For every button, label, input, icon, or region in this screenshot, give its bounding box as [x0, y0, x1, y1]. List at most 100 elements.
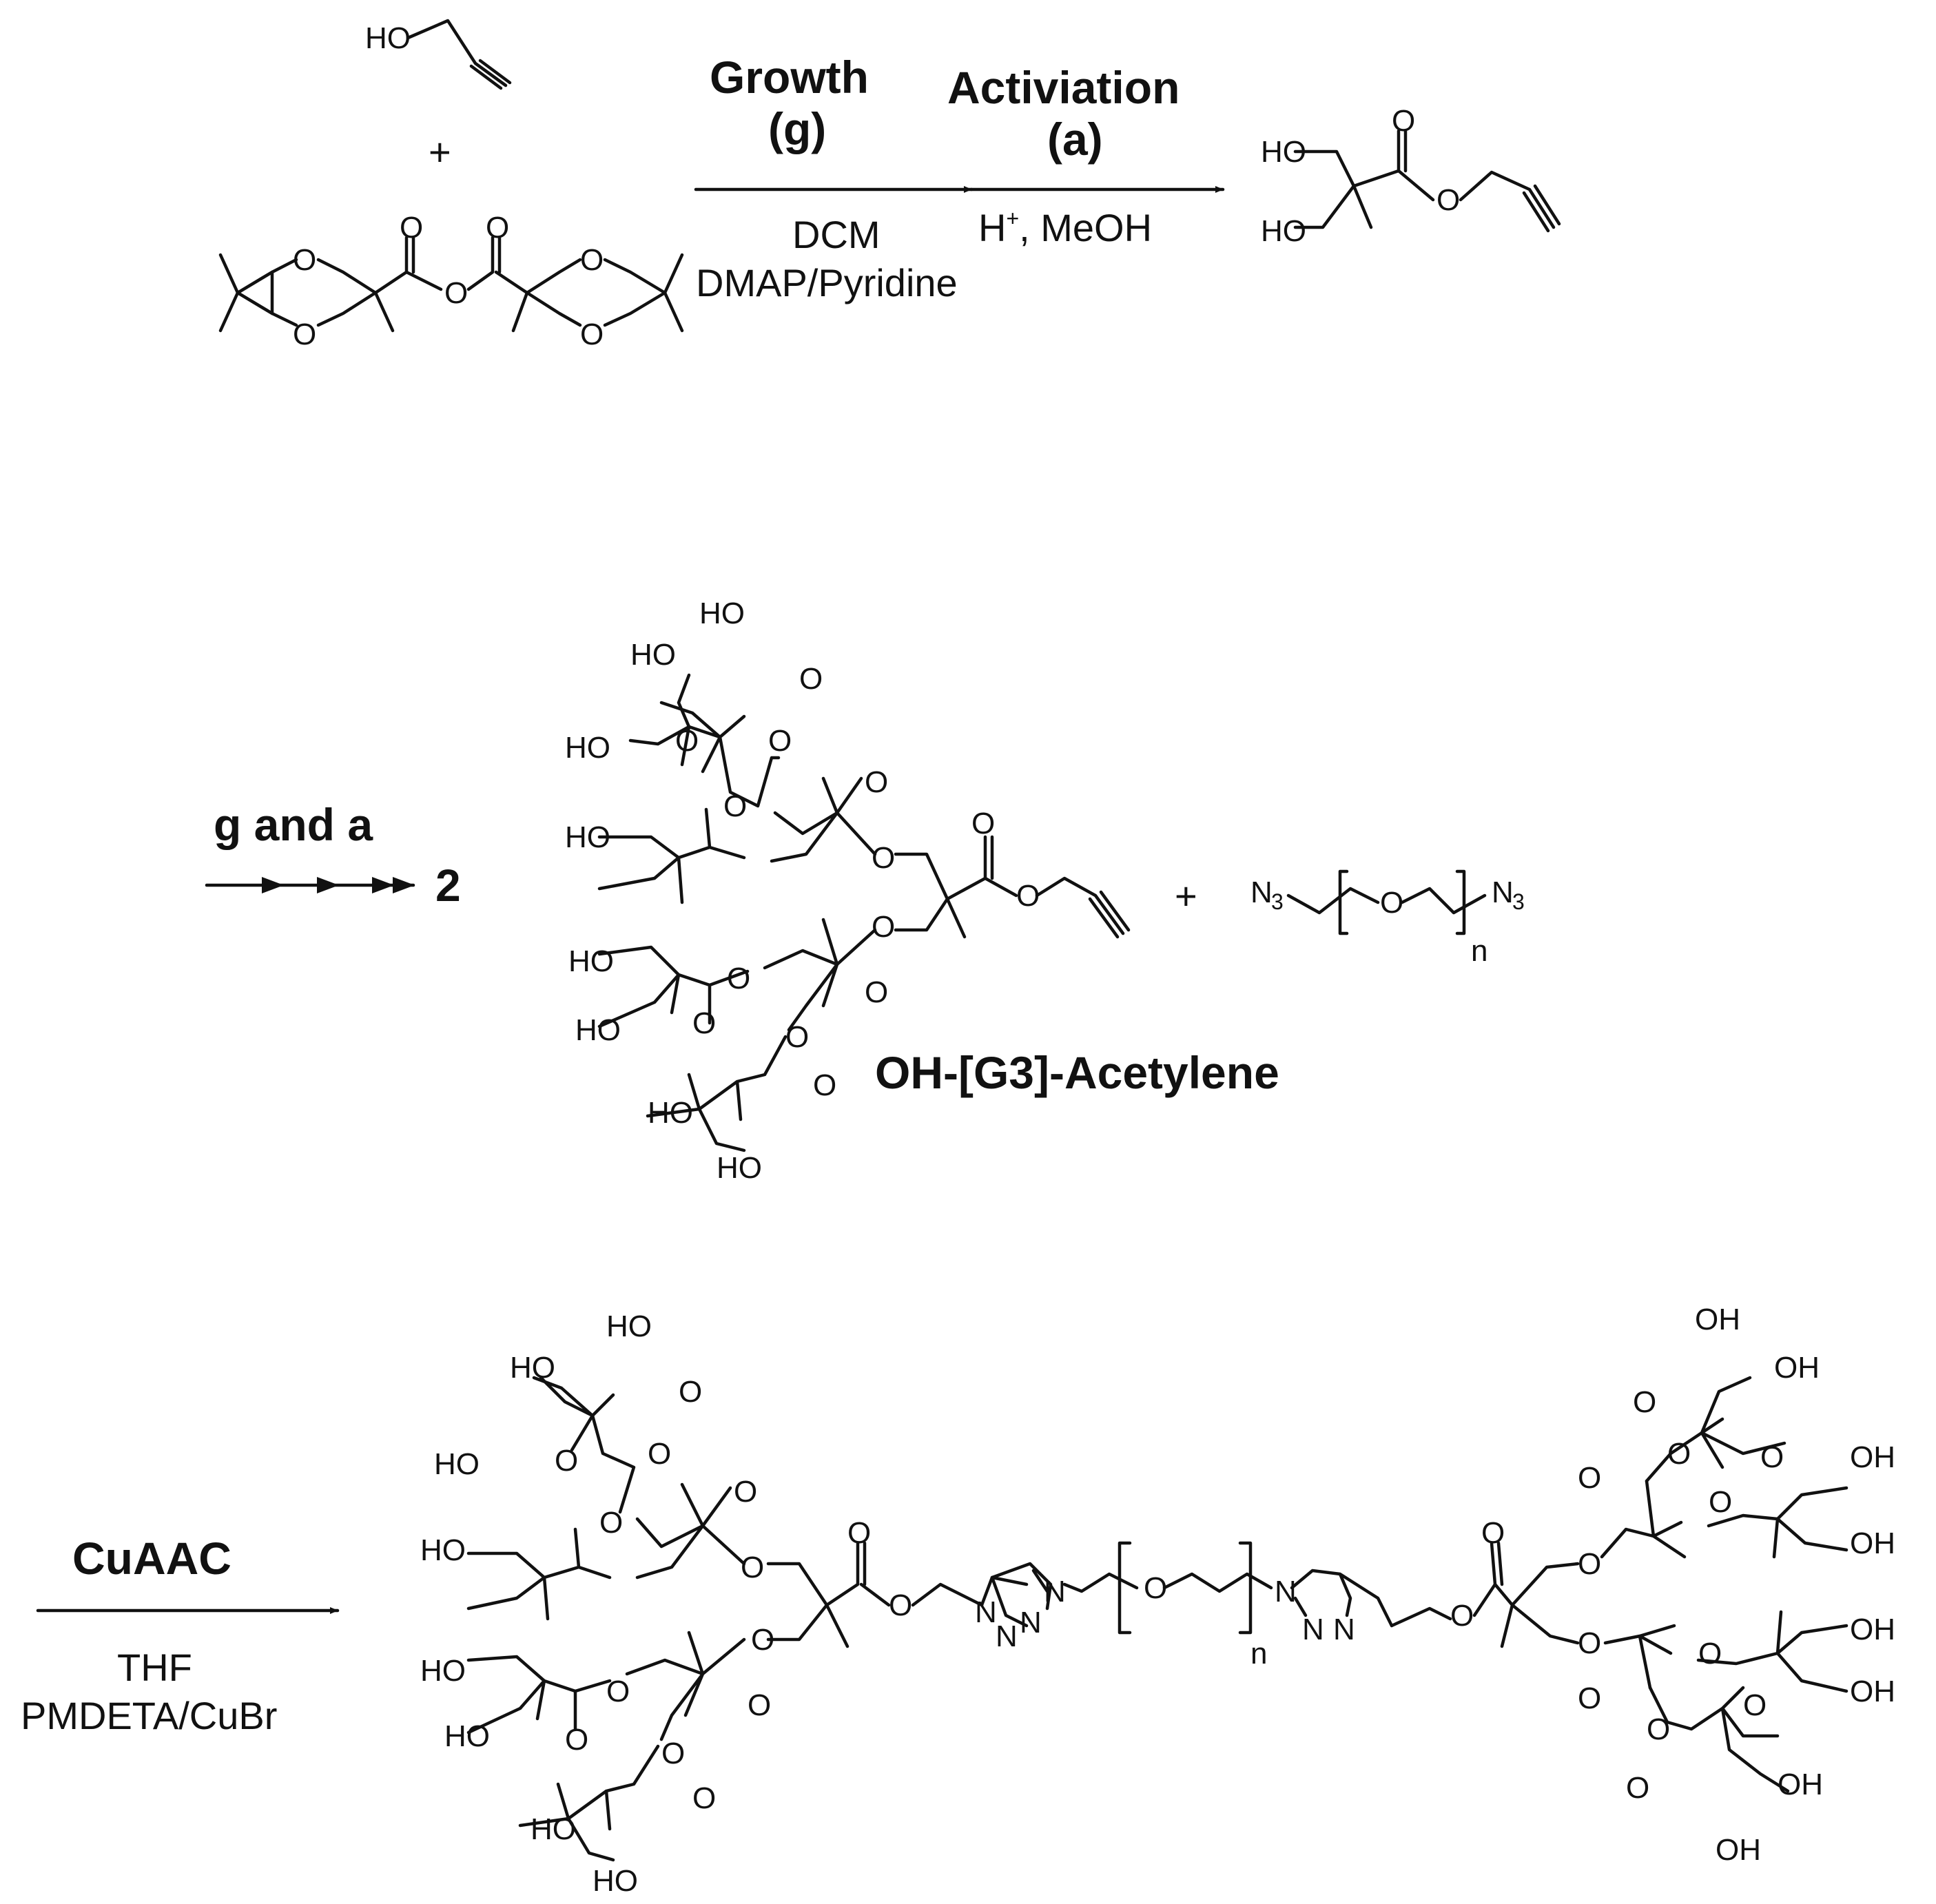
step1-plus-sign: +	[429, 130, 451, 174]
svg-text:O: O	[1016, 879, 1040, 913]
svg-text:O: O	[1709, 1485, 1732, 1519]
svg-text:n: n	[1471, 934, 1487, 968]
step2-plus-sign: +	[1175, 874, 1197, 918]
svg-text:3: 3	[1271, 889, 1284, 914]
svg-text:HO: HO	[593, 1864, 638, 1898]
svg-text:O: O	[1743, 1688, 1767, 1722]
activation-label: Activiation	[947, 62, 1180, 113]
svg-text:O: O	[565, 1723, 588, 1757]
activation-abbrev: (a)	[1047, 114, 1103, 165]
growth-abbrev: (g)	[768, 103, 826, 154]
oh-g3-acetylene-structure: HO HO O O HO HO O O O O O O O O O HO HO …	[565, 597, 1131, 1185]
svg-text:O: O	[768, 724, 792, 758]
growth-label: Growth	[710, 52, 869, 103]
svg-text:HO: HO	[531, 1812, 576, 1846]
svg-text:O: O	[555, 1444, 578, 1478]
svg-text:N: N	[1020, 1606, 1042, 1639]
svg-text:O: O	[1633, 1385, 1656, 1419]
svg-text:O: O	[872, 841, 895, 875]
isopropylidene-bis-mpa-anhydride: O O O O O O O	[218, 211, 684, 351]
svg-text:O: O	[751, 1623, 774, 1657]
svg-text:HO: HO	[717, 1151, 762, 1185]
svg-text:HO: HO	[1261, 135, 1306, 169]
right-g3-dendron: OH OH O O O OH OH O O O O O O O O O OH O…	[1390, 1303, 1895, 1867]
svg-text:O: O	[785, 1020, 809, 1054]
svg-text:O: O	[1626, 1771, 1649, 1805]
svg-text:N: N	[975, 1595, 997, 1629]
svg-text:HO: HO	[575, 1013, 621, 1047]
svg-text:3: 3	[1512, 889, 1525, 914]
svg-text:O: O	[872, 910, 895, 944]
svg-text:O: O	[1760, 1440, 1784, 1474]
svg-text:O: O	[1578, 1626, 1601, 1660]
svg-text:O: O	[847, 1516, 871, 1550]
svg-text:O: O	[727, 962, 750, 995]
svg-text:N: N	[1333, 1613, 1355, 1646]
svg-text:O: O	[293, 243, 316, 277]
svg-text:O: O	[865, 975, 888, 1009]
svg-text:O: O	[599, 1506, 623, 1540]
svg-text:O: O	[675, 724, 699, 758]
svg-text:O: O	[799, 662, 823, 696]
svg-text:HO: HO	[565, 820, 610, 854]
activation-conditions: H+, MeOH	[978, 206, 1152, 249]
svg-text:O: O	[679, 1375, 702, 1409]
cuaac-solvent: THF	[117, 1646, 192, 1689]
growth-catalyst: DMAP/Pyridine	[696, 261, 958, 304]
svg-text:O: O	[723, 789, 747, 823]
svg-text:N: N	[1250, 876, 1273, 909]
svg-text:OH: OH	[1716, 1833, 1761, 1867]
svg-text:O: O	[1698, 1637, 1722, 1670]
growth-solvent: DCM	[792, 213, 881, 256]
cuaac-catalyst: PMDETA/CuBr	[21, 1694, 277, 1737]
svg-text:O: O	[293, 318, 316, 351]
svg-text:O: O	[889, 1589, 912, 1622]
svg-text:O: O	[580, 243, 604, 277]
g-and-a-label: g and a	[214, 799, 373, 850]
svg-text:O: O	[648, 1437, 671, 1471]
svg-text:O: O	[1647, 1712, 1670, 1746]
svg-text:N: N	[1275, 1575, 1297, 1608]
svg-text:HO: HO	[699, 597, 745, 630]
left-g3-dendron: HO HO O O HO HO O O O O O O O O O HO HO …	[420, 1310, 984, 1898]
svg-text:O: O	[1578, 1681, 1601, 1715]
svg-text:OH: OH	[1850, 1675, 1895, 1708]
svg-text:O: O	[813, 1068, 836, 1102]
svg-text:O: O	[1481, 1516, 1505, 1550]
svg-text:HO: HO	[444, 1719, 490, 1753]
svg-text:O: O	[1392, 104, 1415, 138]
svg-text:HO: HO	[420, 1654, 466, 1688]
svg-text:HO: HO	[420, 1533, 466, 1567]
svg-text:O: O	[1436, 183, 1460, 217]
svg-text:HO: HO	[510, 1351, 555, 1385]
svg-text:N: N	[1302, 1613, 1324, 1646]
cuaac-label: CuAAC	[72, 1533, 231, 1584]
svg-text:O: O	[971, 807, 995, 840]
iteration-count: 2	[435, 860, 461, 911]
svg-text:O: O	[486, 211, 509, 245]
svg-text:O: O	[748, 1688, 771, 1722]
svg-text:OH: OH	[1850, 1440, 1895, 1474]
svg-text:OH: OH	[1695, 1303, 1740, 1336]
svg-text:HO: HO	[565, 731, 610, 765]
iterative-arrow	[205, 877, 415, 893]
svg-text:O: O	[606, 1675, 630, 1708]
svg-text:O: O	[1578, 1547, 1601, 1581]
svg-text:O: O	[1380, 886, 1403, 920]
svg-text:OH: OH	[1850, 1527, 1895, 1560]
svg-text:O: O	[1578, 1461, 1601, 1495]
svg-text:HO: HO	[648, 1096, 693, 1130]
svg-text:O: O	[741, 1551, 764, 1584]
svg-text:OH: OH	[1850, 1613, 1895, 1646]
svg-text:N: N	[1492, 876, 1514, 909]
peg-diazide: N 3 O n N 3	[1250, 869, 1525, 968]
alcohol-hydroxyl-label: HO	[365, 21, 411, 55]
svg-text:O: O	[692, 1006, 716, 1040]
svg-text:O: O	[444, 276, 468, 310]
svg-text:N: N	[996, 1620, 1018, 1653]
svg-text:O: O	[1144, 1571, 1167, 1605]
triazole-peg-linker: N N N N O n N N N	[975, 1541, 1394, 1670]
svg-text:n: n	[1250, 1637, 1267, 1670]
compound-name-oh-g3-acetylene: OH-[G3]-Acetylene	[875, 1047, 1279, 1098]
svg-text:O: O	[400, 211, 423, 245]
